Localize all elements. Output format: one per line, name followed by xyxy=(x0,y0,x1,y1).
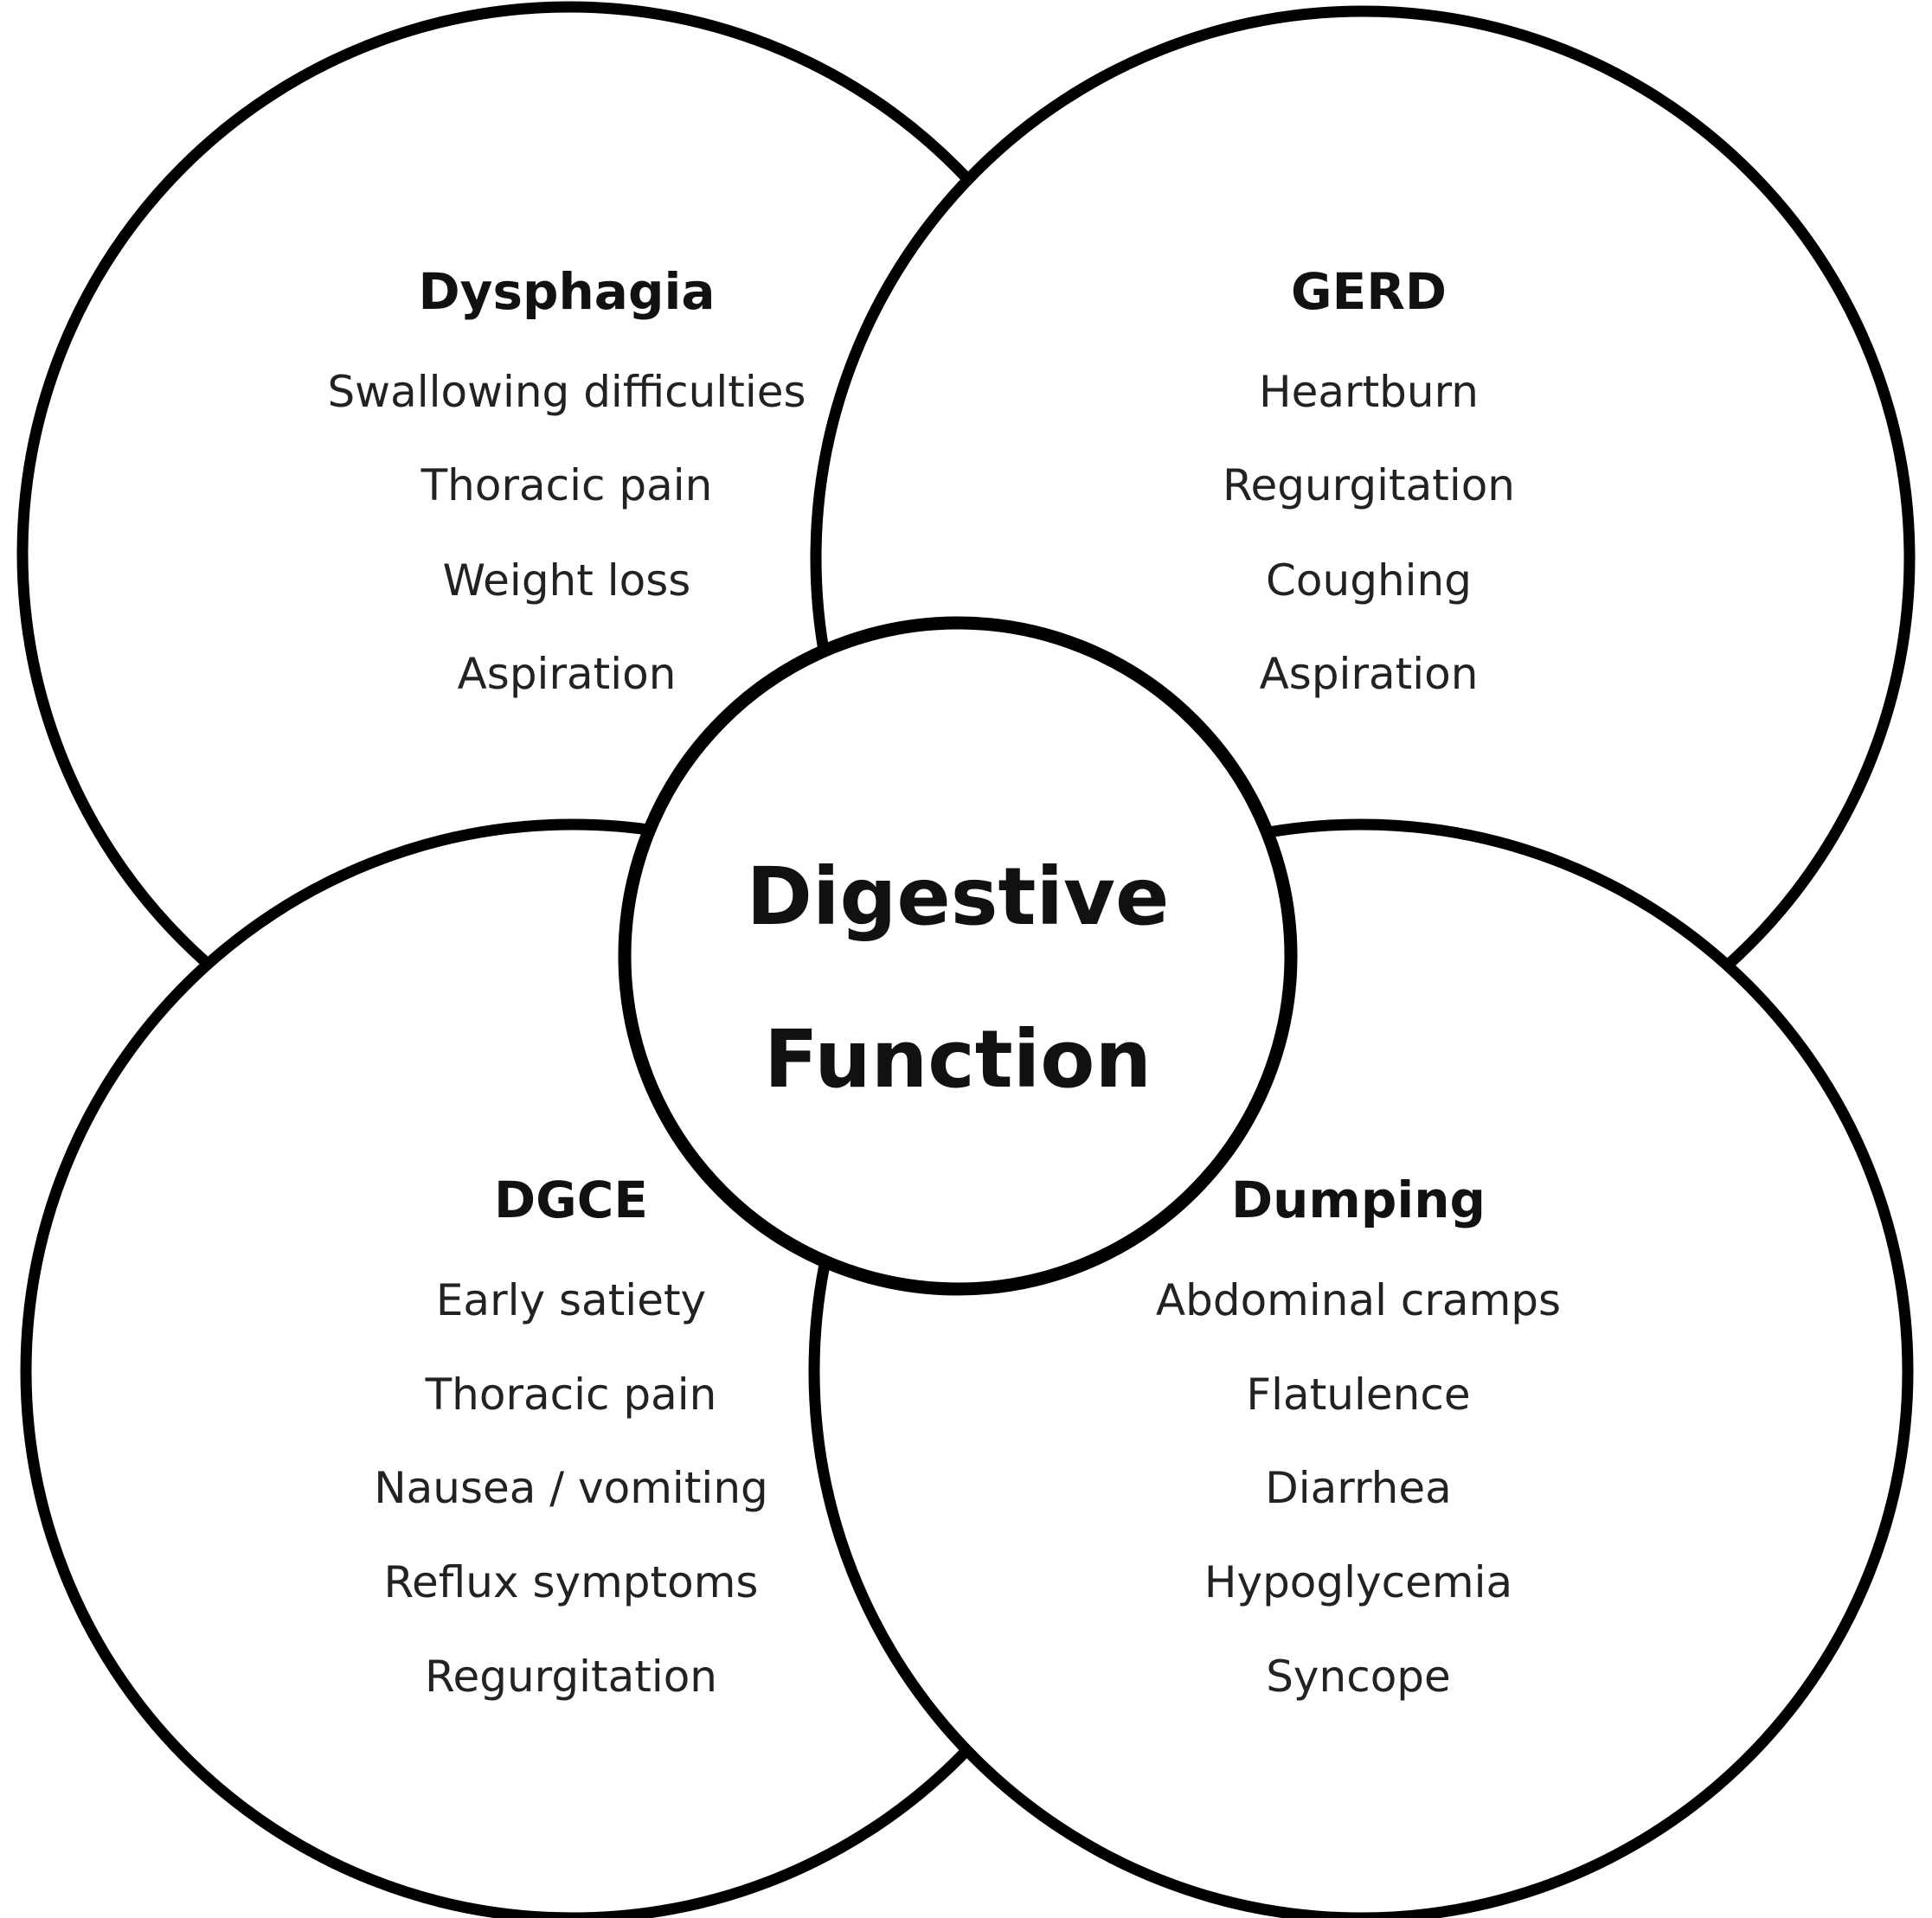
dysphagia-item: Thoracic pain xyxy=(420,460,713,510)
dumping-item: Syncope xyxy=(1266,1652,1451,1702)
dysphagia-heading: Dysphagia xyxy=(419,262,716,321)
dgce-heading: DGCE xyxy=(494,1171,648,1229)
gerd-item: Heartburn xyxy=(1259,367,1479,417)
center-title-line1: Digestive xyxy=(747,850,1170,943)
dumping-item: Flatulence xyxy=(1246,1370,1470,1420)
center-circle xyxy=(618,616,1298,1296)
dgce-item: Early satiety xyxy=(436,1275,706,1325)
dysphagia-item: Weight loss xyxy=(443,555,691,606)
dumping-item: Diarrhea xyxy=(1265,1463,1451,1513)
gerd-item: Regurgitation xyxy=(1223,460,1515,510)
dgce-item: Reflux symptoms xyxy=(384,1557,759,1607)
dysphagia-item: Swallowing difficulties xyxy=(327,367,806,417)
dumping-heading: Dumping xyxy=(1231,1171,1486,1229)
dumping-item: Abdominal cramps xyxy=(1156,1275,1561,1325)
dgce-item: Nausea / vomiting xyxy=(374,1463,768,1513)
center-title-line2: Function xyxy=(764,1013,1152,1106)
dgce-item: Thoracic pain xyxy=(425,1370,717,1420)
gerd-heading: GERD xyxy=(1291,262,1447,321)
dysphagia-item: Aspiration xyxy=(458,649,677,699)
gerd-item: Aspiration xyxy=(1260,649,1479,699)
dgce-item: Regurgitation xyxy=(425,1652,717,1702)
gerd-item: Coughing xyxy=(1266,555,1472,606)
dumping-item: Hypoglycemia xyxy=(1204,1557,1512,1607)
